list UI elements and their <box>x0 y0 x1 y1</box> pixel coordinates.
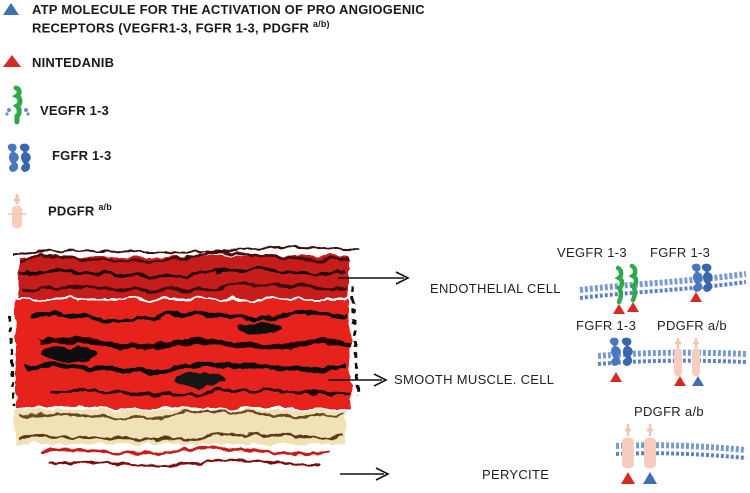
nintedanib-legend-label: NINTEDANIB <box>32 55 115 70</box>
endothelial-membrane-illustration <box>579 263 747 314</box>
blue-triangle-icon <box>643 472 657 484</box>
red-triangle-icon <box>627 302 639 312</box>
fgfr-legend-label: FGFR 1-3 <box>52 148 112 163</box>
endothelial-vegfr-label: VEGFR 1-3 <box>557 245 627 260</box>
atp-legend-label: ATP MOLECULE FOR THE ACTIVATION OF PRO A… <box>32 2 425 35</box>
pericyte-label: PERYCITE <box>482 467 550 482</box>
smooth-muscle-membrane-illustration <box>597 337 747 386</box>
smooth-muscle-arrow <box>328 373 388 387</box>
blue-triangle-icon <box>3 3 19 15</box>
atp-legend-line1: ATP MOLECULE FOR THE ACTIVATION OF PRO A… <box>32 2 425 17</box>
vegfr-receptor-icon <box>5 85 30 125</box>
endothelial-fgfr-label: FGFR 1-3 <box>650 245 711 260</box>
blue-triangle-icon <box>692 376 704 386</box>
fgfr-receptor-icon <box>7 143 31 172</box>
red-triangle-icon <box>610 372 622 382</box>
vessel-wall-illustration <box>8 245 361 474</box>
pdgfr-receptor-icon <box>622 424 656 469</box>
fgfr-receptor-icon <box>609 337 633 366</box>
red-triangle-icon <box>674 376 686 386</box>
red-triangle-icon <box>690 292 702 302</box>
pericyte-membrane-illustration <box>615 424 747 484</box>
atp-legend-line2: RECEPTORS (VEGFR1-3, FGFR 1-3, PDGFR a/b… <box>32 19 330 36</box>
smooth-muscle-fgfr-label: FGFR 1-3 <box>576 318 637 333</box>
smooth-muscle-cell-label: SMOOTH MUSCLE. CELL <box>394 372 555 387</box>
pericyte-arrow <box>340 467 390 481</box>
red-triangle-icon <box>613 304 625 314</box>
endothelial-arrow <box>338 271 410 285</box>
smooth-muscle-pdgfr-label: PDGFR a/b <box>657 318 727 333</box>
pdgfr-receptor-icon <box>8 194 26 229</box>
pdgfr-legend-label: PDGFR a/b <box>48 202 112 219</box>
fgfr-receptor-icon <box>691 263 713 292</box>
red-triangle-icon <box>621 472 635 484</box>
red-triangle-icon <box>3 55 21 67</box>
vegfr-legend-label: VEGFR 1-3 <box>40 103 109 118</box>
vegfr-receptor-icon <box>614 263 639 305</box>
pdgfr-receptor-icon <box>674 338 700 377</box>
endothelial-cell-label: ENDOTHELIAL CELL <box>430 281 561 296</box>
pericyte-pdgfr-label: PDGFR a/b <box>634 404 704 419</box>
